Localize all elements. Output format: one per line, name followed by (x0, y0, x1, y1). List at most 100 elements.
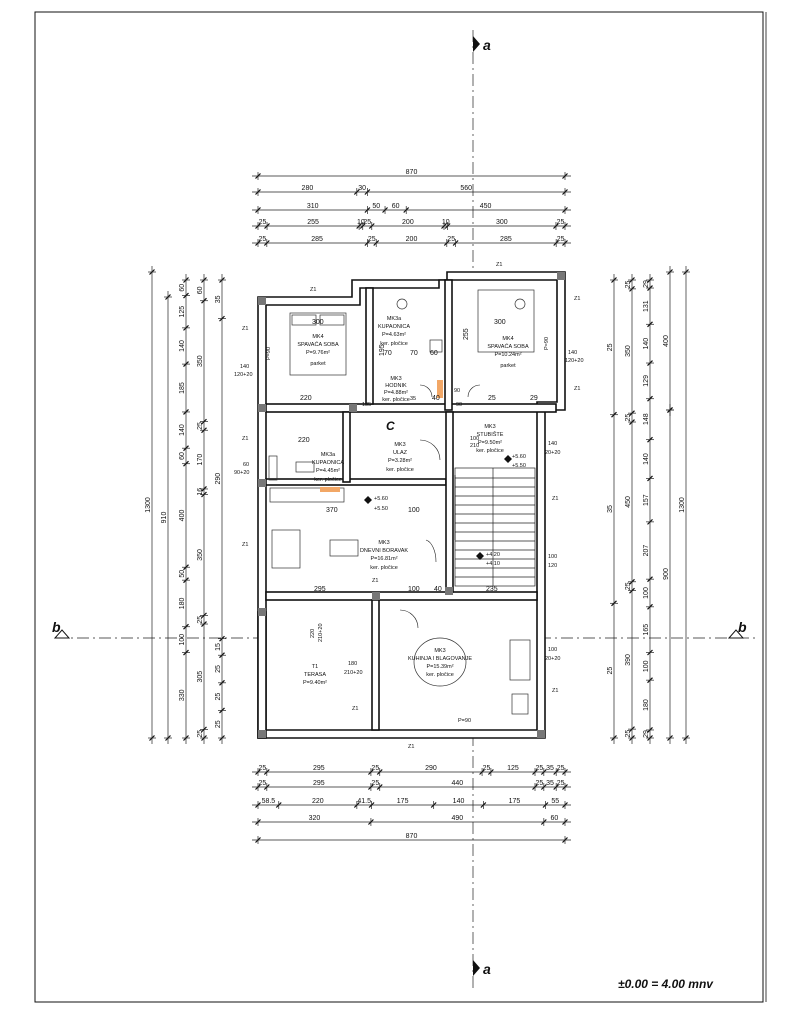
dimension-value: 16 (197, 488, 204, 496)
dimension-value: 10 (442, 219, 450, 226)
room-finish: parket (310, 361, 326, 367)
room-finish: ker. pločice (380, 341, 408, 347)
dimension-value: 25 (363, 219, 371, 226)
dimension-value: 131 (643, 300, 650, 312)
dimension-value: 165 (643, 624, 650, 636)
left-dimension-mid: 910 (161, 291, 172, 744)
wall-v-bath1-left (365, 287, 374, 405)
dimension-value: 25 (625, 414, 632, 422)
dimension-value: 320 (309, 815, 321, 822)
dimension-value: 35 (546, 780, 554, 787)
dimension-value: 140 (453, 798, 465, 805)
dimension-value: 25 (259, 219, 267, 226)
wall-label: Z1 (408, 744, 414, 750)
room-label-stubiste: MK3 STUBIŠTE P=9.50m² ker. pločice (476, 424, 504, 454)
dimension-value: 25 (483, 765, 491, 772)
room-area: P=9.76m² (306, 350, 330, 356)
right-dimension-upper: 400 (663, 266, 674, 416)
room-area: P=10.24m² (494, 352, 521, 358)
dimension-value: 41.5 (357, 798, 371, 805)
dimension-value: 100 (179, 634, 186, 646)
dimension-value: 29 (643, 730, 650, 738)
dimension-value: 290 (215, 473, 222, 485)
wall-label: Z1 (574, 296, 580, 302)
dimension-value: 35 (546, 765, 554, 772)
room-finish: ker. pločice (476, 448, 504, 454)
bed-2 (477, 289, 535, 353)
wall-h-bedrooms (265, 403, 557, 413)
room-label-hodnik: MK3 HODNIK P=4.88m² ker. pločice (382, 376, 410, 403)
room-name: STUBIŠTE (477, 431, 504, 438)
pillow (319, 314, 345, 326)
bottom-dimension-chain: 870 (252, 833, 571, 844)
dimension-value: 60 (197, 286, 204, 294)
room-code: MK4 (312, 334, 323, 340)
interior-dim: 40 (434, 586, 442, 593)
dimension-value: 157 (643, 494, 650, 506)
opening-label: 20+20 (545, 656, 560, 662)
dimension-value: 25 (368, 236, 376, 243)
dimension-value: 25 (259, 765, 267, 772)
column (349, 404, 357, 412)
dimension-value: 25 (536, 765, 544, 772)
dimension-value: 10 (357, 219, 365, 226)
window-highlight (320, 487, 340, 492)
column (537, 730, 545, 738)
dimension-value: 15 (215, 643, 222, 651)
dimension-value: 300 (496, 219, 508, 226)
building-walls (257, 271, 566, 739)
opening-label: P=90 (266, 347, 272, 360)
opening-annotations: 140 120+20 P=90 60 90+20 100 120 100 20+… (234, 337, 584, 724)
room-code: MK3a (321, 452, 336, 458)
door-arc (399, 609, 419, 629)
stair-steps (455, 477, 535, 578)
dimension-value: 60 (392, 203, 400, 210)
dimension-value: 25 (371, 765, 379, 772)
opening-label: 60 (243, 462, 249, 468)
dimension-value: 148 (643, 413, 650, 425)
dimension-value: 25 (447, 236, 455, 243)
opening-label: 120+20 (565, 358, 584, 364)
fridge (511, 693, 529, 715)
dimension-value: 29 (643, 280, 650, 288)
dimension-value: 25 (607, 667, 614, 675)
room-label-mk3a-2: MK3a KUPAONICA P=4.45m² ker. pločice (312, 452, 344, 483)
dimension-value: 25 (197, 730, 204, 738)
room-code: MK4 (502, 336, 513, 342)
level-mark: +4.20 (486, 552, 500, 558)
dimension-value: 295 (313, 765, 325, 772)
furniture (268, 289, 535, 715)
dimension-value: 305 (197, 671, 204, 683)
wall-label: Z1 (372, 578, 378, 584)
interior-dim: 100 (408, 586, 420, 593)
dimension-value: 350 (197, 549, 204, 561)
dimension-value: 25 (536, 780, 544, 787)
door-arc (419, 439, 441, 461)
interior-dim: 210 (470, 443, 479, 449)
wall-label: Z1 (310, 287, 316, 293)
dimension-value: 125 (507, 765, 519, 772)
room-name: KUPAONICA (378, 324, 410, 330)
dimension-value: 60 (179, 284, 186, 292)
dimension-value: 25 (215, 665, 222, 673)
room-code: MK3 (390, 376, 401, 382)
column (445, 587, 453, 595)
dimension-value: 285 (311, 236, 323, 243)
section-label-b-left: b (52, 619, 61, 635)
room-name: KUHINJA I BLAGOVANJE (408, 656, 472, 662)
dimension-value: 140 (179, 424, 186, 436)
interior-dim: 29 (530, 395, 538, 402)
interior-dimensions: 300 300 220 220 370 100 295 100 40 235 2… (298, 319, 538, 593)
bedside-lamp (514, 298, 526, 310)
dimension-value: 440 (452, 780, 464, 787)
dimension-value: 350 (197, 355, 204, 367)
interior-dim: 300 (494, 319, 506, 326)
opening-label: 140 (548, 441, 557, 447)
dimension-value: 30 (358, 185, 366, 192)
dimension-value: 25 (259, 780, 267, 787)
level-marker-icon (504, 455, 512, 463)
